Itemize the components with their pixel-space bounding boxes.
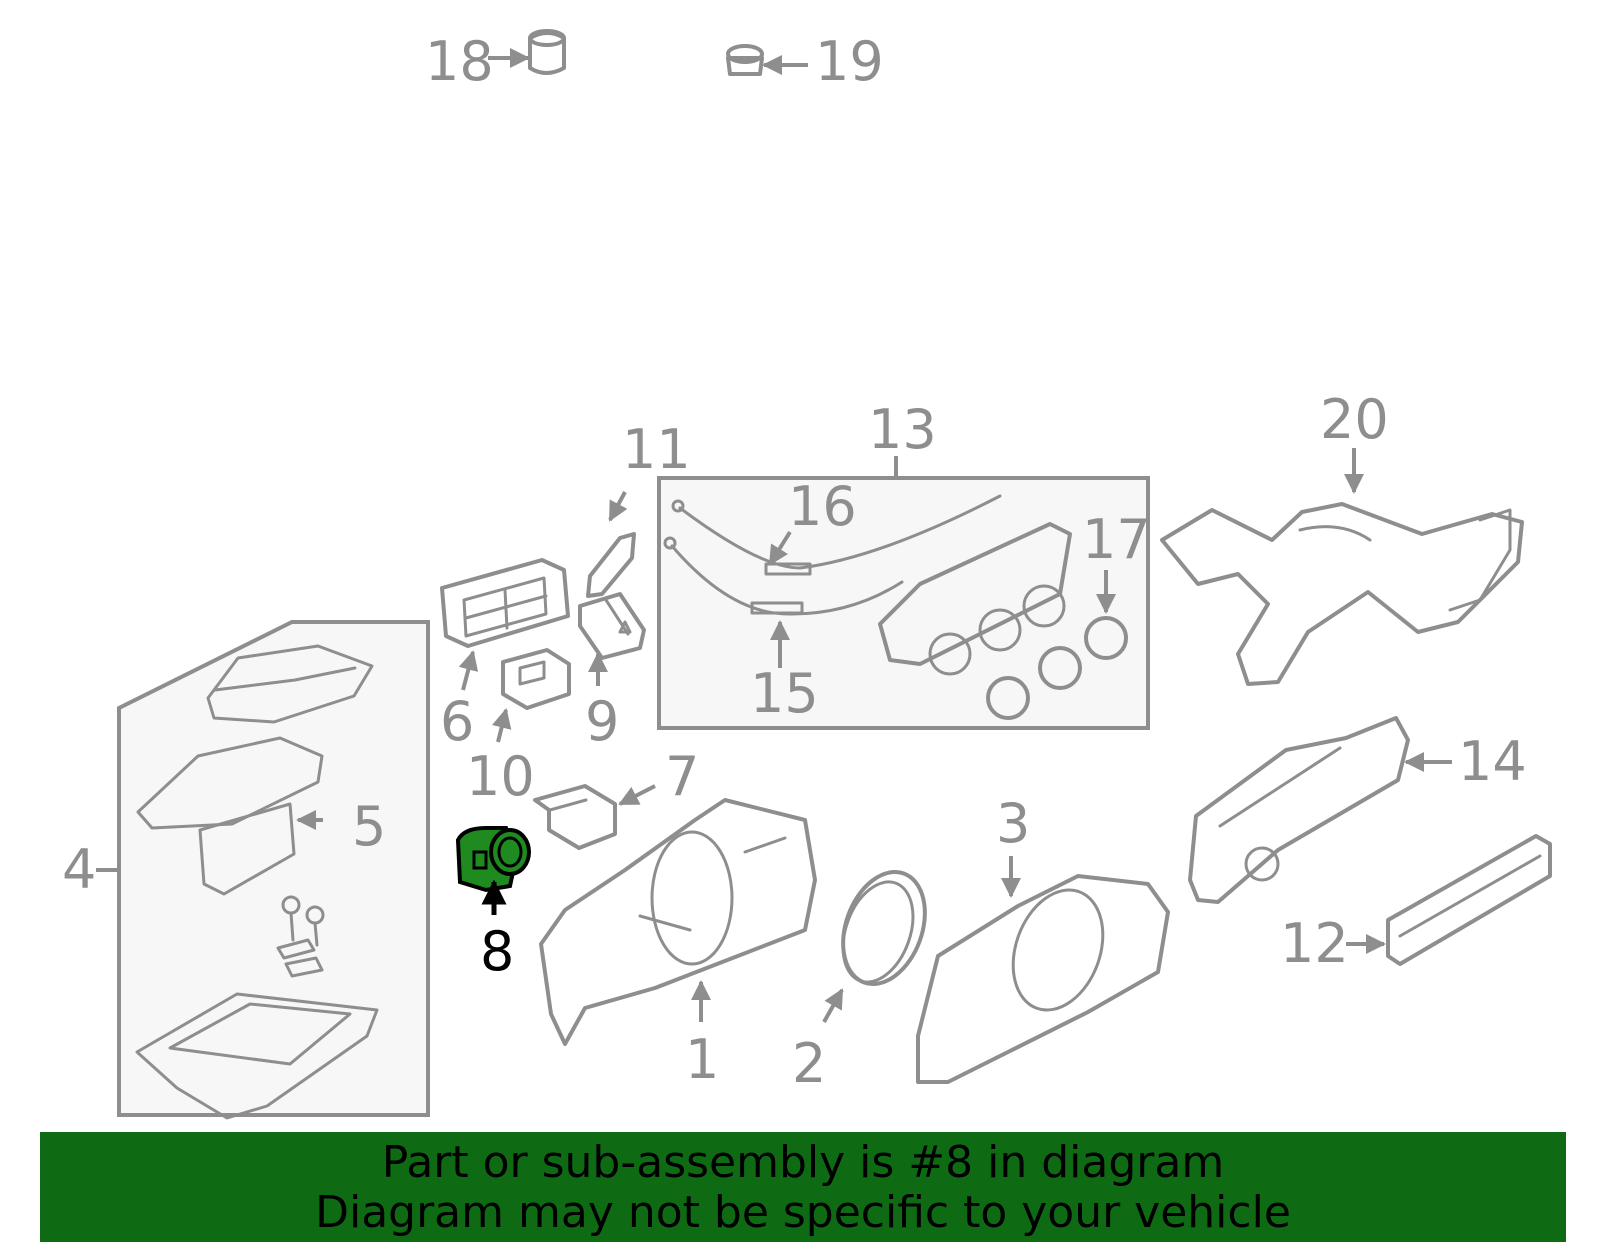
banner-line-1: Part or sub-assembly is #8 in diagram <box>381 1137 1225 1188</box>
label-3: 3 <box>996 792 1030 855</box>
arrow-11 <box>608 491 628 522</box>
assembly-13-box: 13 16 15 17 <box>657 398 1151 730</box>
part-12-switch-strip: 12 <box>1280 834 1552 975</box>
label-14: 14 <box>1458 730 1527 793</box>
part-10-switch: 10 <box>466 648 571 808</box>
label-17: 17 <box>1082 508 1151 571</box>
part-20-duct: 20 <box>1160 388 1524 686</box>
info-banner: Part or sub-assembly is #8 in diagram Di… <box>40 1132 1566 1242</box>
label-12: 12 <box>1280 912 1349 975</box>
part-8-highlighted: 8 <box>455 826 531 983</box>
label-5: 5 <box>352 795 386 858</box>
part-2-lens: 2 <box>792 869 927 1095</box>
arrow-10 <box>491 708 512 743</box>
label-8: 8 <box>480 920 514 983</box>
label-11: 11 <box>622 418 691 481</box>
part-6-switch-panel: 6 <box>440 558 570 753</box>
label-4: 4 <box>62 838 96 901</box>
label-13: 13 <box>868 398 937 461</box>
label-2: 2 <box>792 1032 826 1095</box>
label-6: 6 <box>440 690 474 753</box>
assembly-4-box: 5 4 <box>62 620 430 1120</box>
label-10: 10 <box>466 745 535 808</box>
part-14-control-module: 14 <box>1188 716 1527 904</box>
label-15: 15 <box>750 662 819 725</box>
banner-line-2: Diagram may not be specific to your vehi… <box>315 1187 1291 1238</box>
label-7: 7 <box>665 745 699 808</box>
arrow-2 <box>822 988 844 1023</box>
parts-diagram: 18 19 5 4 6 <box>62 29 1552 1120</box>
label-16: 16 <box>788 475 857 538</box>
part-3-bezel: 3 <box>916 792 1170 1084</box>
arrow-16 <box>768 530 792 566</box>
label-19: 19 <box>815 30 884 93</box>
label-18: 18 <box>425 30 494 93</box>
label-1: 1 <box>685 1028 719 1091</box>
part-11-cover: 11 <box>586 418 691 598</box>
part-19-clip: 19 <box>726 30 884 93</box>
part-1-cluster-housing: 1 <box>539 798 817 1091</box>
label-20: 20 <box>1320 388 1389 451</box>
arrow-6 <box>458 650 479 691</box>
label-9: 9 <box>585 690 619 753</box>
part-9-hazard-switch: 9 <box>578 592 646 753</box>
arrow-7 <box>618 784 656 806</box>
part-7-switch: 7 <box>533 745 699 850</box>
part-18-clip: 18 <box>425 29 566 93</box>
